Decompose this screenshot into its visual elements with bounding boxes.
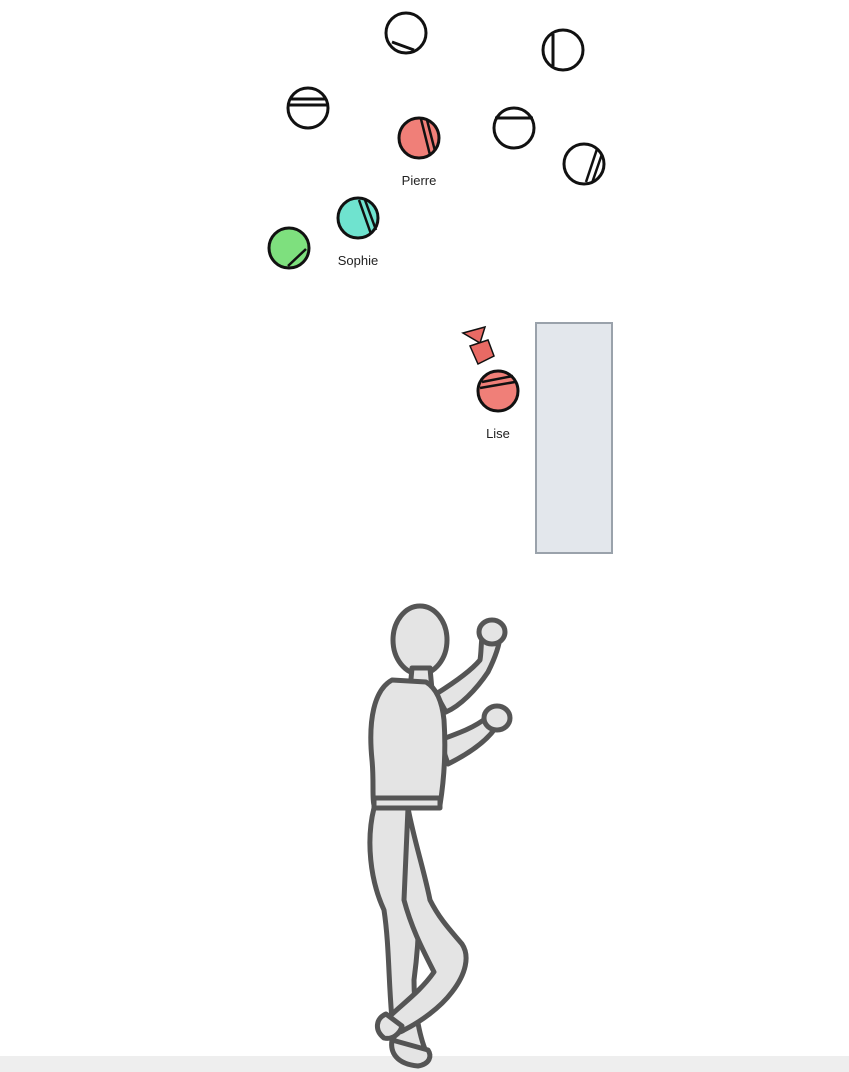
actor-marker-sophie[interactable]	[338, 198, 378, 238]
actor-marker-lise[interactable]	[478, 371, 518, 411]
figure-lower-fist	[484, 706, 510, 730]
figure-head	[393, 606, 447, 674]
actor-marker-4[interactable]	[494, 108, 534, 148]
figure-raised-fist	[479, 620, 505, 644]
actor-label-lise: Lise	[486, 426, 510, 441]
actor-marker-1[interactable]	[386, 13, 426, 53]
figure-torso	[371, 680, 445, 805]
set-piece-rect[interactable]	[536, 323, 612, 553]
actor-marker-5[interactable]	[564, 144, 604, 184]
actor-marker-2[interactable]	[543, 30, 583, 70]
actor-label-pierre: Pierre	[402, 173, 437, 188]
actor-label-sophie: Sophie	[338, 253, 378, 268]
mannequin-figure[interactable]	[370, 606, 510, 1066]
actor-marker-3[interactable]	[288, 88, 328, 128]
camera-icon[interactable]	[463, 327, 494, 364]
actor-marker-6[interactable]	[269, 228, 309, 268]
actor-marker-pierre[interactable]	[399, 118, 439, 158]
